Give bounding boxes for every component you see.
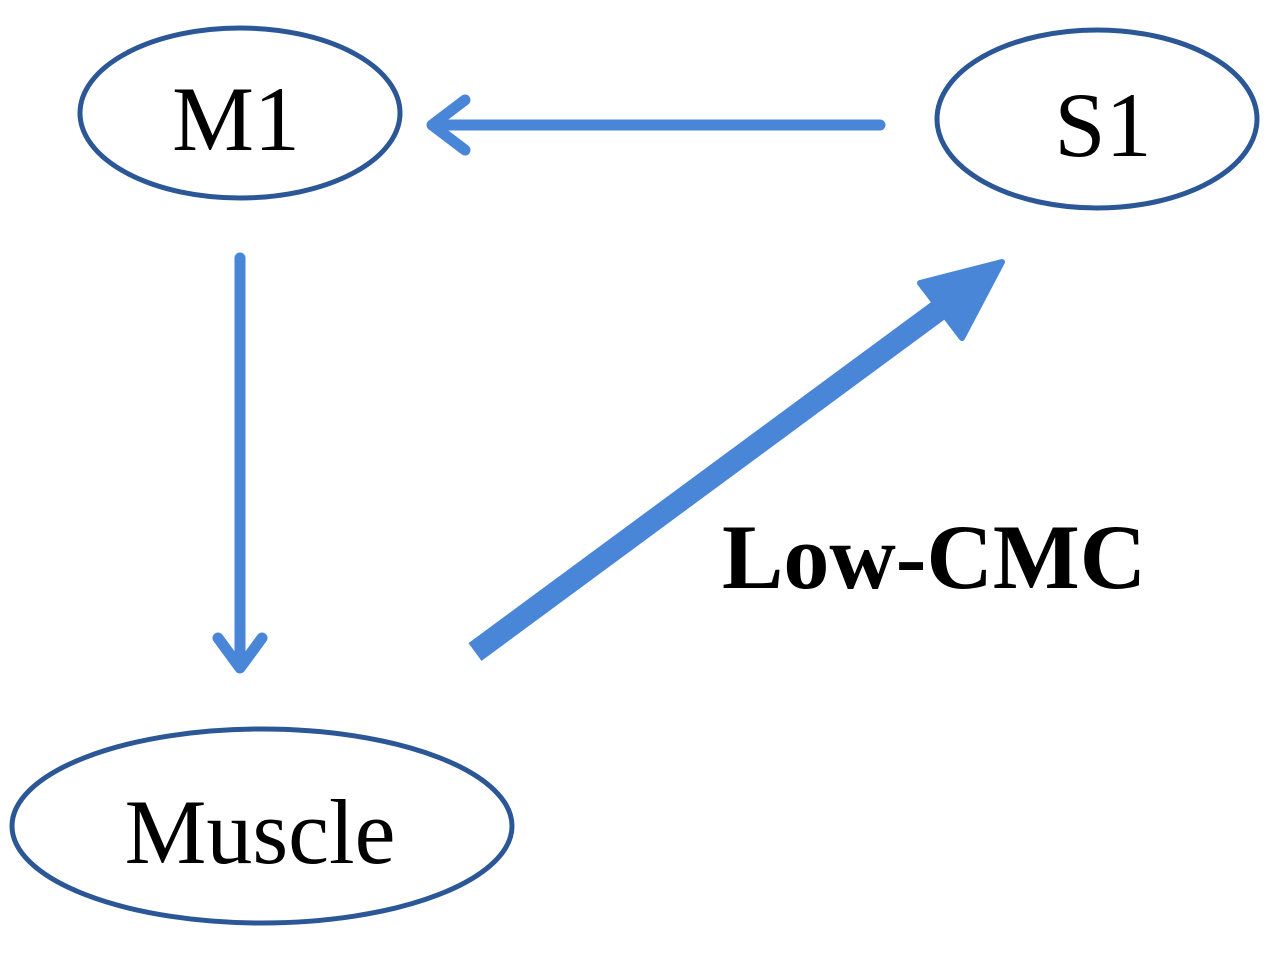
node-s1: S1 [934, 27, 1260, 211]
edge-muscle-to-s1: Low-CMC [468, 259, 1146, 661]
node-s1-label: S1 [1054, 74, 1151, 176]
node-s1-outline [934, 27, 1260, 211]
node-m1: M1 [77, 25, 403, 201]
edge-m1-to-muscle-arrowhead [212, 632, 268, 674]
node-muscle-outline [9, 726, 515, 926]
edge-muscle-to-s1-line [468, 267, 992, 661]
edge-muscle-to-s1-label: Low-CMC [722, 506, 1146, 608]
edge-s1-to-m1-arrowhead [426, 94, 471, 156]
node-m1-label: M1 [172, 68, 300, 170]
node-muscle: Muscle [9, 726, 515, 926]
node-muscle-label: Muscle [125, 781, 396, 883]
edge-muscle-to-s1-arrowhead [917, 259, 1005, 341]
edge-s1-to-m1 [426, 94, 886, 156]
node-m1-outline [77, 25, 403, 201]
edge-m1-to-muscle [212, 252, 268, 674]
